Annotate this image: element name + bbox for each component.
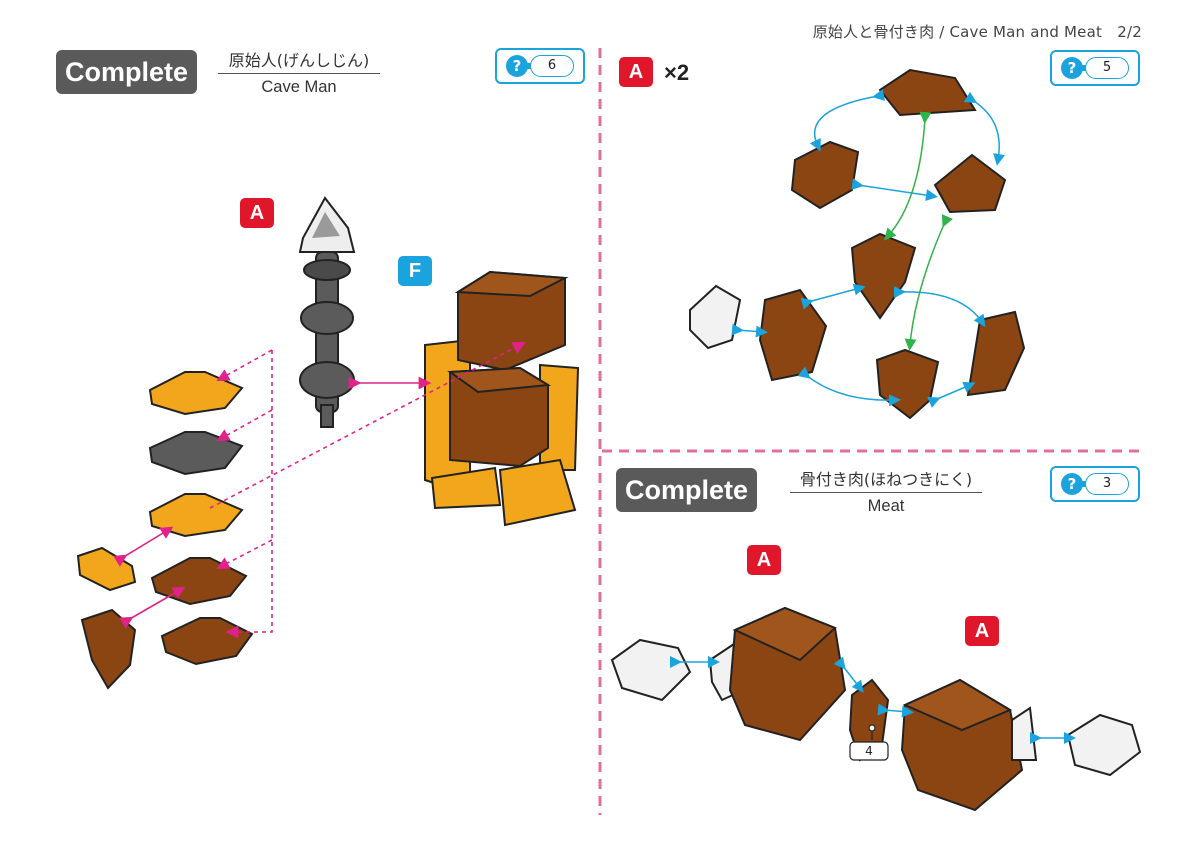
hint-badge-caveman: ? 6 xyxy=(495,48,585,84)
spear-part xyxy=(298,196,356,428)
callout-a-meat-right: A xyxy=(965,616,999,646)
part-number-marker xyxy=(849,724,889,761)
caveman-assembly-arrows xyxy=(113,342,526,639)
block-piece-icon: 6 xyxy=(530,55,574,77)
model-name-jp: 骨付き肉(ほねつきにく) xyxy=(790,466,982,493)
small-part-number: 4 xyxy=(865,744,873,758)
model-name-en: Meat xyxy=(867,497,905,515)
complete-badge-caveman: Complete xyxy=(56,50,198,94)
section-multiplier: ×2 xyxy=(664,60,690,85)
callout-a-meat-left: A xyxy=(747,545,781,575)
page-header-title: 原始人と骨付き肉 / Cave Man and Meat 2/2 xyxy=(812,23,1142,41)
caveman-body xyxy=(424,270,580,527)
block-piece-icon: 3 xyxy=(1085,473,1129,495)
question-icon: ? xyxy=(506,55,528,77)
model-name-caveman: 原始人(げんしじん) Cave Man xyxy=(218,47,380,97)
model-name-jp: 原始人(げんしじん) xyxy=(218,47,380,74)
callout-f-body: F xyxy=(398,256,432,286)
model-name-meat: 骨付き肉(ほねつきにく) Meat xyxy=(790,466,982,516)
block-piece-icon: 5 xyxy=(1085,57,1129,79)
model-name-en: Cave Man xyxy=(261,78,337,96)
exploded-pieces-caveman xyxy=(76,371,254,690)
meat-part-explosion xyxy=(689,68,1026,420)
hint-badge-part-a: ? 5 xyxy=(1050,50,1140,86)
meat-part-arrows xyxy=(731,89,1005,408)
meat-assembly-arrows xyxy=(670,656,1076,744)
complete-badge-meat: Complete xyxy=(616,468,758,512)
question-icon: ? xyxy=(1061,57,1083,79)
question-icon: ? xyxy=(1061,473,1083,495)
callout-a-spear: A xyxy=(240,198,274,228)
hint-badge-meat: ? 3 xyxy=(1050,466,1140,502)
section-label-a: A xyxy=(619,57,653,87)
meat-assembly xyxy=(610,606,1142,812)
